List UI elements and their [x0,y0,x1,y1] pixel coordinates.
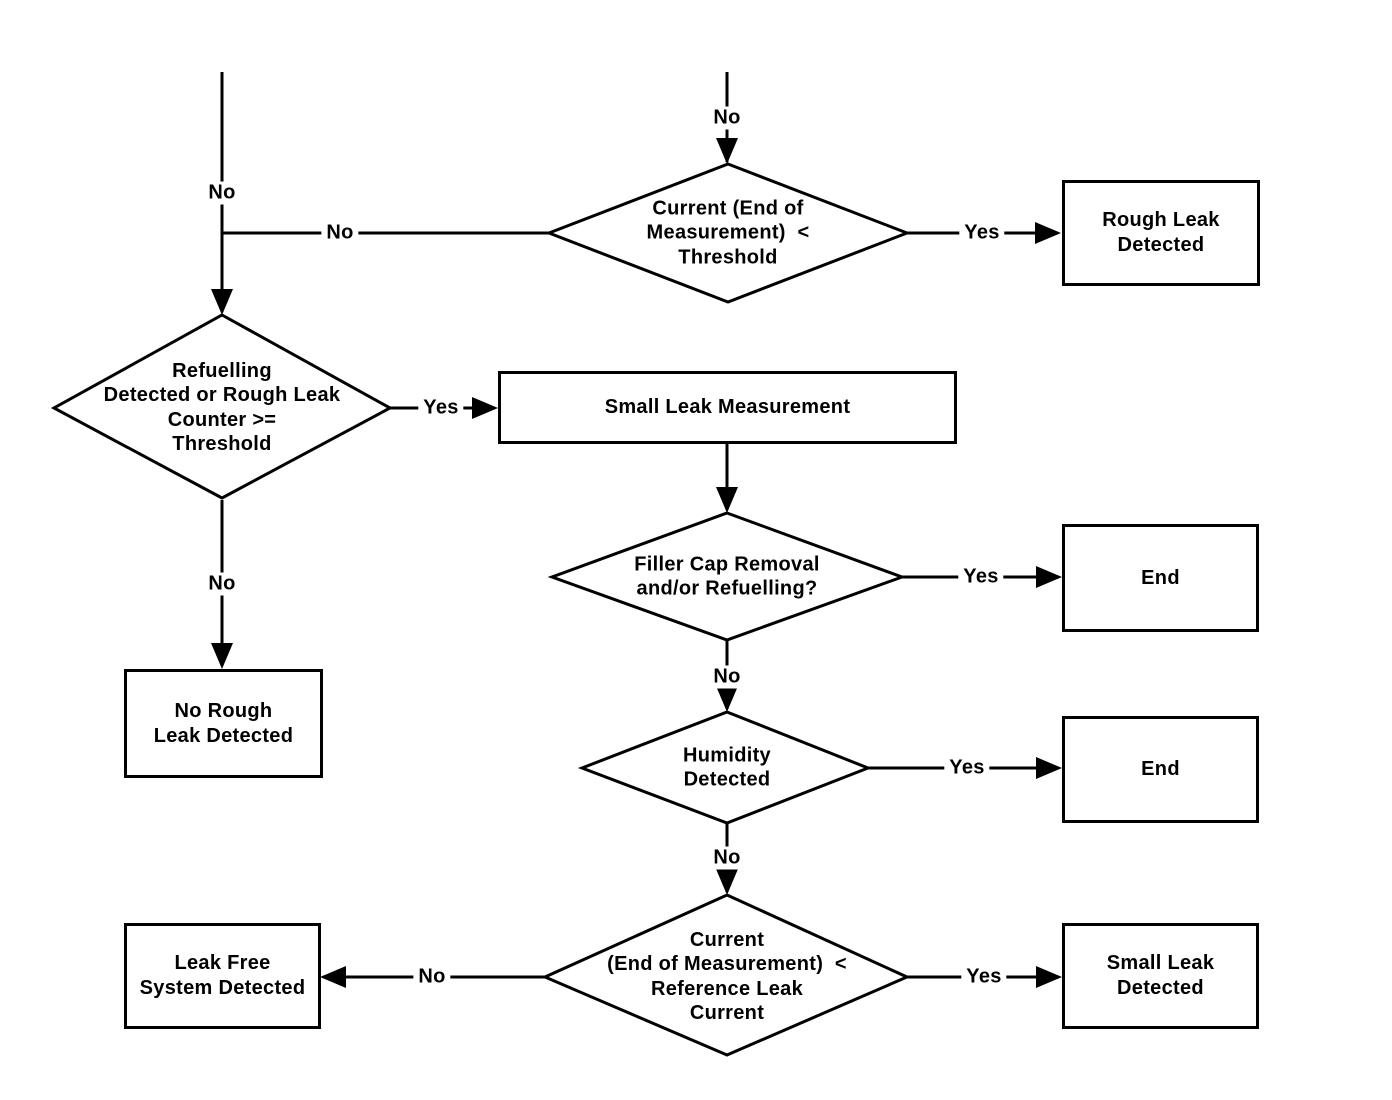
edge-label-entry-left-no: No [203,181,241,205]
edge-label-current-threshold-no: No [321,221,359,245]
edge-label-humidity-no: No [708,846,746,870]
decision-current-reference [541,893,911,1057]
decision-refuelling-counter [50,313,394,500]
arrowhead-into-humidity [716,686,738,712]
decision-label-current-threshold: Current (End of Measurement) < Threshold [646,197,810,269]
edge-label-entry-top-no: No [708,106,746,130]
edge-label-filler-cap-no: No [708,665,746,689]
arrowhead-into-current-reference [716,869,738,895]
node-leak-free-system-detected: Leak Free System Detected [124,923,321,1029]
node-no-rough-leak-detected: No Rough Leak Detected [124,669,323,778]
arrowhead-into-filler-cap [716,487,738,513]
edge-label-filler-cap-yes: Yes [958,565,1004,589]
node-small-leak-measurement: Small Leak Measurement [498,371,957,444]
edge-label-current-threshold-yes: Yes [959,221,1005,245]
edge-label-humidity-yes: Yes [944,756,990,780]
edge-label-current-reference-no: No [413,965,451,989]
arrowhead-into-current-threshold [716,138,738,164]
arrowhead-into-leak-free [320,966,346,988]
decision-label-filler-cap: Filler Cap Removal and/or Refuelling? [634,553,820,600]
arrowhead-into-end-humidity [1036,757,1062,779]
decision-filler-cap [547,511,907,642]
edge-label-refuelling-no: No [203,572,241,596]
arrowhead-into-no-rough-leak [211,643,233,669]
node-end-humidity: End [1062,716,1259,823]
decision-label-current-reference: Current (End of Measurement) < Reference… [607,929,847,1025]
edge-label-current-reference-yes: Yes [961,965,1007,989]
node-small-leak-detected: Small Leak Detected [1062,923,1259,1029]
arrowhead-into-small-leak-measurement [472,397,498,419]
decision-current-threshold [544,162,912,304]
arrowhead-into-refuelling-counter [211,289,233,315]
arrowhead-into-end-filler [1036,566,1062,588]
decision-label-humidity: Humidity Detected [683,744,771,791]
decision-label-refuelling-counter: Refuelling Detected or Rough Leak Counte… [103,360,341,456]
node-rough-leak-detected: Rough Leak Detected [1062,180,1260,286]
node-end-filler-cap: End [1062,524,1259,632]
decision-humidity [577,710,873,825]
edge-label-refuelling-yes: Yes [418,396,464,420]
arrowhead-into-rough-leak-detected [1035,222,1061,244]
arrowhead-into-small-leak-detected [1036,966,1062,988]
